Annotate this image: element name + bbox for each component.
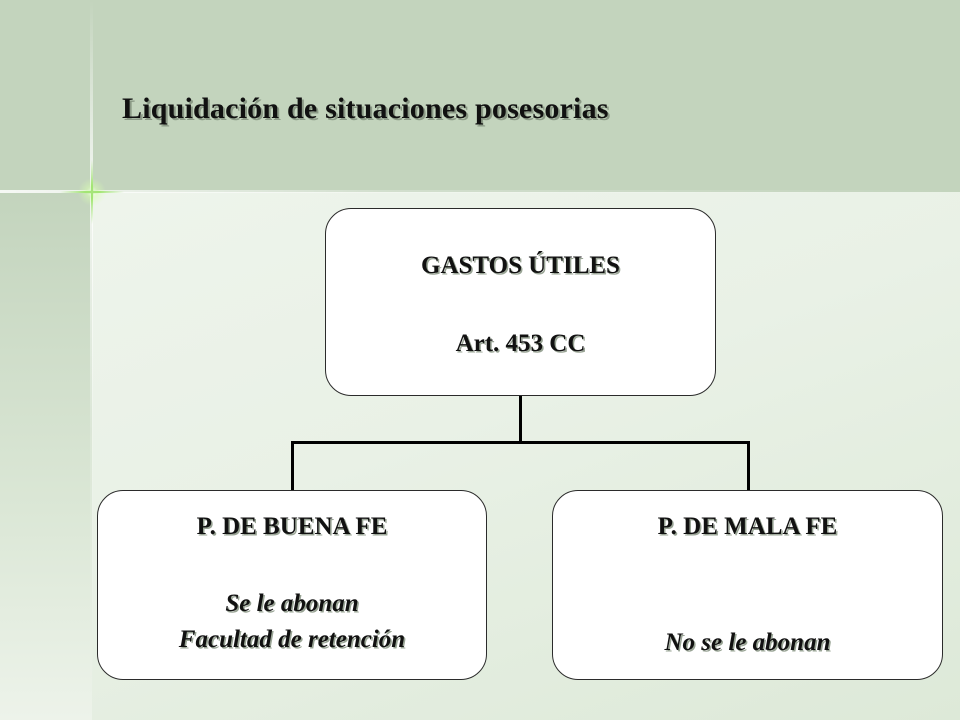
- good-faith-node: P. DE BUENA FE Se le abonan Facultad de …: [97, 490, 487, 680]
- connector-root-stem: [519, 396, 522, 443]
- bad-faith-text: No se le abonan: [664, 629, 831, 656]
- left-band: [0, 192, 92, 720]
- bad-faith-heading: P. DE MALA FE: [657, 513, 838, 540]
- slide-title: Liquidación de situaciones posesorias: [122, 92, 609, 125]
- connector-left-drop: [291, 441, 294, 491]
- connector-right-drop: [747, 441, 750, 491]
- bad-faith-node: P. DE MALA FE No se le abonan: [552, 490, 943, 680]
- decorative-vertical-line: [90, 0, 93, 720]
- good-faith-text-1: Se le abonan: [225, 590, 359, 617]
- root-node-article: Art. 453 CC: [455, 330, 586, 357]
- good-faith-text-2: Facultad de retención: [178, 626, 406, 653]
- root-node-title: GASTOS ÚTILES: [421, 252, 620, 279]
- header-band: [0, 0, 960, 192]
- decorative-horizontal-line: [0, 190, 960, 193]
- root-node: GASTOS ÚTILES Art. 453 CC: [325, 208, 716, 396]
- good-faith-heading: P. DE BUENA FE: [196, 513, 388, 540]
- sparkle-icon: [60, 160, 124, 224]
- connector-horizontal: [291, 441, 750, 444]
